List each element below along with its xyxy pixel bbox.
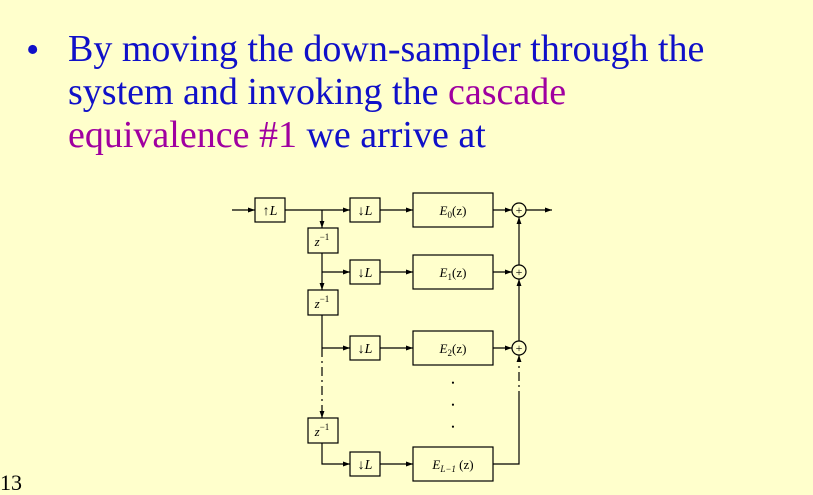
downsampler-label: ↓L bbox=[358, 266, 373, 281]
upsampler-label: ↑L bbox=[263, 204, 278, 219]
bullet-marker: • bbox=[26, 29, 40, 71]
delay-box-2 bbox=[307, 289, 339, 316]
text-line-1: By moving the down-sampler through the bbox=[68, 28, 705, 70]
adder-2 bbox=[511, 340, 527, 356]
wire bbox=[321, 443, 350, 467]
filter-label-2: E2(z) bbox=[439, 341, 467, 358]
filter-label-0: E0(z) bbox=[439, 203, 467, 220]
text-line-2: system and invoking the cascade bbox=[68, 71, 566, 114]
downsampler-label: ↓L bbox=[358, 342, 373, 357]
adder-plus: + bbox=[516, 265, 523, 279]
highlight-cascade: cascade bbox=[447, 71, 567, 113]
delay-box-1 bbox=[307, 227, 339, 254]
highlight-equivalence: equivalence #1 bbox=[68, 114, 297, 156]
filter-label-3: EL−1 (z) bbox=[431, 457, 473, 474]
adder-plus: + bbox=[516, 203, 523, 217]
ellipsis-dot: • bbox=[451, 378, 454, 388]
ellipsis-dot: • bbox=[451, 400, 454, 410]
downsampler-label: ↓L bbox=[358, 204, 373, 219]
delay-label: z−1 bbox=[314, 294, 330, 311]
downsampler-label: ↓L bbox=[358, 458, 373, 473]
delay-label: z−1 bbox=[314, 232, 330, 249]
filter-label-1: E1(z) bbox=[439, 265, 467, 282]
adder-plus: + bbox=[516, 341, 523, 355]
text-plain: we arrive at bbox=[296, 114, 486, 156]
ellipsis-dot: • bbox=[451, 422, 454, 432]
slide-number: 13 bbox=[0, 470, 22, 495]
delay-box-3 bbox=[307, 417, 339, 444]
text-line-3: equivalence #1 we arrive at bbox=[68, 114, 486, 157]
wire bbox=[493, 400, 520, 465]
delay-label: z−1 bbox=[314, 422, 330, 439]
adder-1 bbox=[511, 264, 527, 280]
text-plain: system and invoking the bbox=[68, 71, 448, 113]
